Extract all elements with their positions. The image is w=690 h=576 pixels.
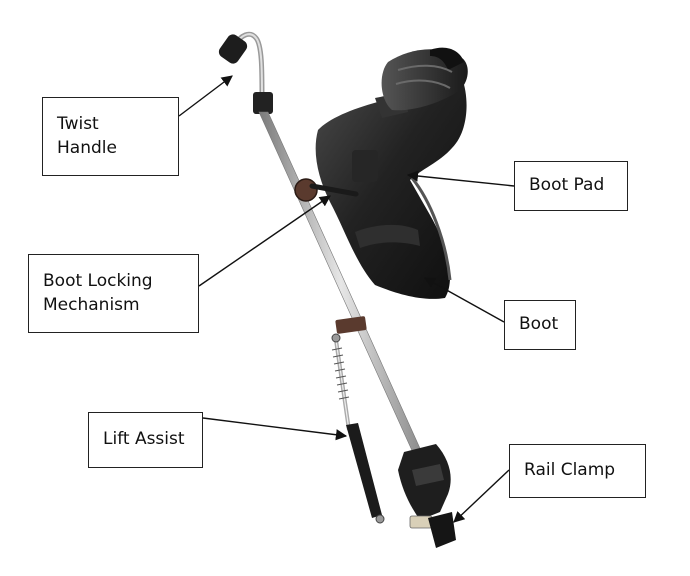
- boot-locking-mechanism: [294, 150, 378, 202]
- label-rail-clamp: Rail Clamp: [509, 444, 646, 498]
- leader-lift-assist: [202, 417, 348, 441]
- leader-boot-pad: [406, 170, 515, 187]
- label-twist-handle-line2: Handle: [57, 137, 117, 158]
- leader-boot: [424, 277, 505, 323]
- rail-clamp: [398, 444, 456, 548]
- leader-lines: [178, 75, 515, 523]
- label-boot-pad: Boot Pad: [514, 161, 628, 211]
- twist-handle: [218, 31, 273, 114]
- label-boot-locking-mechanism: Boot Locking Mechanism: [28, 254, 199, 333]
- label-boot-text: Boot: [519, 314, 559, 335]
- leader-boot-locking: [198, 195, 331, 287]
- label-twist-handle: Twist Handle: [42, 97, 179, 176]
- label-twist-handle-line1: Twist: [57, 114, 99, 135]
- label-lift-assist: Lift Assist: [88, 412, 203, 468]
- label-boot: Boot: [504, 300, 576, 350]
- label-rail-clamp-text: Rail Clamp: [524, 460, 616, 481]
- lift-assist-spring: [331, 333, 385, 524]
- label-boot-locking-line2: Mechanism: [43, 294, 140, 315]
- label-lift-assist-text: Lift Assist: [103, 429, 185, 450]
- boot: [315, 78, 467, 299]
- leader-twist-handle: [178, 75, 233, 117]
- label-boot-locking-line1: Boot Locking: [43, 271, 153, 292]
- label-boot-pad-text: Boot Pad: [529, 175, 605, 196]
- leader-rail-clamp: [453, 469, 510, 523]
- boot-pad: [381, 47, 468, 281]
